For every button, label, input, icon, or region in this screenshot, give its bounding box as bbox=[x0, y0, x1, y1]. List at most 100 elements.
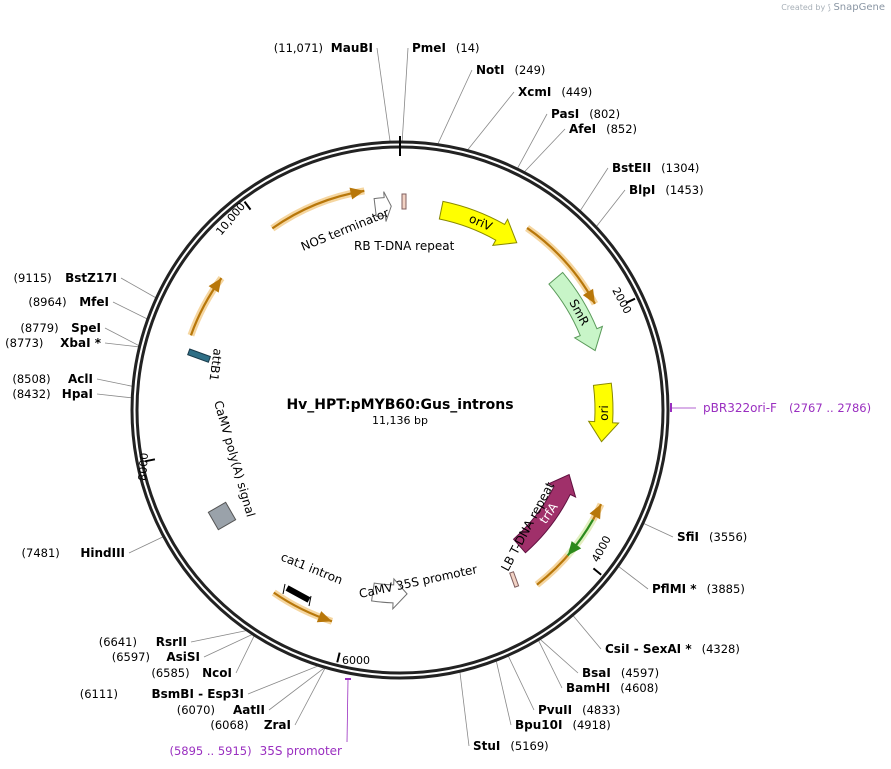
site-csii-sexai[interactable]: CsiI - SexAI *(4328) bbox=[605, 642, 740, 656]
site-pos-mfei: (8964) bbox=[28, 295, 66, 309]
site-pmei[interactable]: PmeI(14) bbox=[412, 41, 480, 55]
orf-arrowhead bbox=[208, 278, 222, 293]
snapgene-credit: Created by ⟆ SnapGene bbox=[781, 2, 885, 13]
polya-signal-label: CaMV poly(A) signal bbox=[211, 399, 258, 519]
site-pos-rsrii: (6641) bbox=[99, 635, 137, 649]
site-xbai[interactable]: XbaI * bbox=[60, 336, 102, 350]
site-sfii[interactable]: SfiI(3556) bbox=[677, 530, 747, 544]
site-labels: MauBI (11,071) PmeI(14) NotI(249) XcmI(449) P… bbox=[5, 41, 871, 758]
site-bsmbi-esp3i[interactable]: BsmBI - Esp3I bbox=[152, 687, 244, 701]
leader-line bbox=[104, 327, 140, 347]
leader-line bbox=[507, 655, 535, 711]
feature-label-ori: ori bbox=[597, 405, 611, 421]
orf-arrowhead bbox=[589, 504, 602, 520]
tick-mark bbox=[144, 458, 156, 463]
attb1-marker bbox=[187, 348, 212, 363]
leader-line bbox=[104, 342, 140, 348]
leader-line bbox=[595, 189, 626, 228]
polya-signal-marker bbox=[207, 501, 237, 531]
site-pos-maubi: (11,071) bbox=[274, 41, 323, 55]
site-afei[interactable]: AfeI(852) bbox=[569, 122, 637, 136]
site-rsrii[interactable]: RsrII bbox=[156, 635, 187, 649]
site-bsteii[interactable]: BstEII(1304) bbox=[612, 161, 699, 175]
plasmid-size: 11,136 bp bbox=[372, 414, 428, 427]
leader-line bbox=[190, 629, 248, 643]
site-blpi[interactable]: BlpI(1453) bbox=[629, 183, 704, 197]
site-bsai[interactable]: BsaI(4597) bbox=[582, 666, 659, 680]
leader-line bbox=[268, 667, 326, 711]
leader-line bbox=[617, 565, 649, 590]
site-aatii[interactable]: AatII bbox=[233, 703, 265, 717]
orf-arrows bbox=[187, 187, 605, 625]
site-pos-zrai: (6068) bbox=[210, 718, 248, 732]
primer-35s-promoter[interactable]: (5895 .. 5915)35S promoter bbox=[169, 744, 342, 758]
site-pos-spei: (8779) bbox=[20, 321, 58, 335]
leader-line bbox=[495, 660, 512, 726]
site-bpu10i[interactable]: Bpu10I(4918) bbox=[515, 718, 611, 732]
leader-line bbox=[112, 301, 148, 320]
feature-smr bbox=[548, 271, 604, 352]
site-zrai[interactable]: ZraI bbox=[264, 718, 291, 732]
site-spei[interactable]: SpeI bbox=[71, 321, 101, 335]
site-pos-acli: (8508) bbox=[12, 372, 50, 386]
leader-line bbox=[128, 536, 164, 554]
site-pos-xbai: (8773) bbox=[5, 336, 43, 350]
cat1-intron-label: cat1 intron bbox=[279, 550, 345, 587]
site-bamhi[interactable]: BamHI(4608) bbox=[566, 681, 659, 695]
site-pflmi[interactable]: PflMI *(3885) bbox=[652, 582, 745, 596]
tick-mark bbox=[592, 567, 602, 576]
site-pos-aatii: (6070) bbox=[177, 703, 215, 717]
feature-trfa bbox=[512, 473, 577, 554]
leader-line bbox=[539, 638, 579, 674]
leader-line bbox=[96, 393, 133, 399]
leader-line bbox=[642, 522, 674, 538]
feature-nos-terminator bbox=[373, 191, 392, 222]
leader-line bbox=[466, 91, 515, 151]
leader-line bbox=[235, 634, 255, 674]
cat1-intron-marker bbox=[285, 585, 311, 603]
tick-label: 6000 bbox=[342, 654, 370, 667]
camv35s-label: CaMV 35S promoter bbox=[358, 562, 479, 601]
leader-line bbox=[96, 378, 134, 387]
site-maubi[interactable]: MauBI bbox=[331, 41, 373, 55]
feature-oriv bbox=[438, 200, 518, 246]
credit-brand: SnapGene bbox=[833, 2, 885, 13]
site-hindiii[interactable]: HindIII bbox=[80, 546, 125, 560]
leader-line bbox=[459, 671, 470, 747]
credit-text: Created by bbox=[781, 3, 826, 12]
site-mfei[interactable]: MfeI bbox=[79, 295, 109, 309]
tick-mark bbox=[336, 652, 341, 663]
site-xcmi[interactable]: XcmI(449) bbox=[518, 85, 592, 99]
leader-line bbox=[572, 614, 602, 650]
rb-repeat-label: RB T-DNA repeat bbox=[354, 239, 455, 253]
site-stui[interactable]: StuI(5169) bbox=[473, 739, 549, 753]
site-acli[interactable]: AclI bbox=[68, 372, 93, 386]
site-noti[interactable]: NotI(249) bbox=[476, 63, 545, 77]
site-pasi[interactable]: PasI(802) bbox=[551, 107, 620, 121]
feature-camv-35s-promoter bbox=[371, 577, 408, 611]
site-hpai[interactable]: HpaI bbox=[62, 387, 93, 401]
site-pos-hpai: (8432) bbox=[12, 387, 50, 401]
site-bstz17i[interactable]: BstZ17I bbox=[65, 271, 117, 285]
attb1-label: attB1 bbox=[206, 348, 224, 382]
primer-pbr322ori-f[interactable]: pBR322ori-F(2767 .. 2786) bbox=[703, 401, 871, 415]
leader-line bbox=[401, 47, 409, 143]
site-pos-ncoi: (6585) bbox=[151, 666, 189, 680]
site-asisi[interactable]: AsiSI bbox=[166, 650, 200, 664]
site-pos-asisi: (6597) bbox=[112, 650, 150, 664]
orf-arrowhead bbox=[349, 187, 365, 200]
leader-line bbox=[516, 113, 548, 170]
orf-arrowhead bbox=[567, 541, 582, 556]
leader-line bbox=[247, 665, 320, 695]
site-ncoi[interactable]: NcoI bbox=[202, 666, 232, 680]
tick-label: 8000 bbox=[136, 452, 151, 481]
leader-line bbox=[294, 667, 326, 726]
leader-line bbox=[346, 679, 349, 743]
orf-arrowhead bbox=[316, 611, 332, 623]
site-pvuii[interactable]: PvuII(4833) bbox=[538, 703, 620, 717]
tick-label: 4000 bbox=[589, 534, 614, 565]
plasmid-name: Hv_HPT:pMYB60:Gus_introns bbox=[286, 397, 513, 413]
leader-line bbox=[203, 633, 254, 658]
